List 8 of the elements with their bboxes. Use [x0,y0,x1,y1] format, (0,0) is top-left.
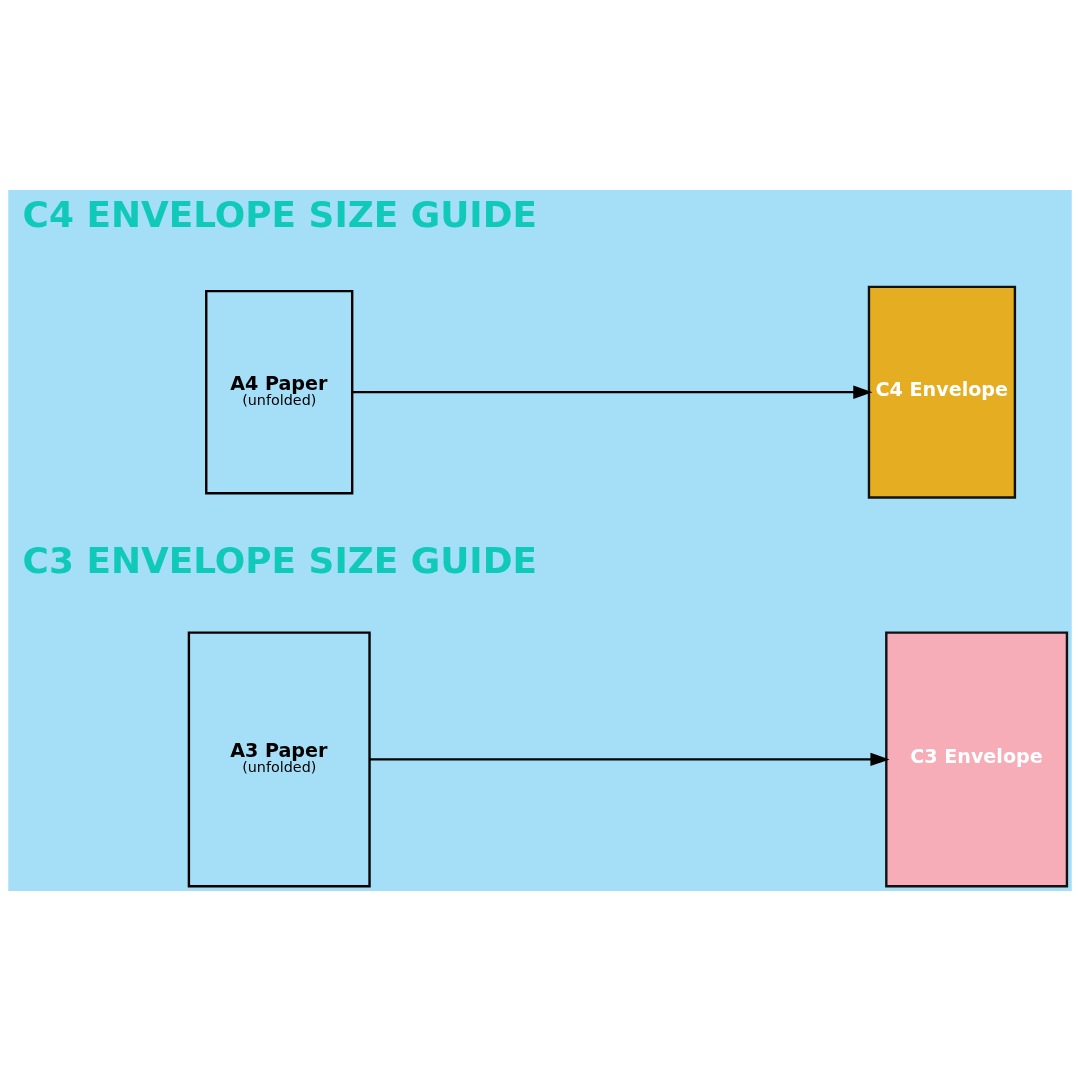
node-box: A4 Paper (unfolded) [205,289,354,494]
node-box: A3 Paper (unfolded) [187,630,371,887]
label: C3 ENVELOPE SIZE GUIDE [22,539,537,581]
node-box: C4 Envelope [867,285,1017,499]
arrow [352,384,873,399]
node-box: C3 Envelope [885,630,1069,887]
label: C4 ENVELOPE SIZE GUIDE [22,193,537,235]
arrow [369,752,890,766]
